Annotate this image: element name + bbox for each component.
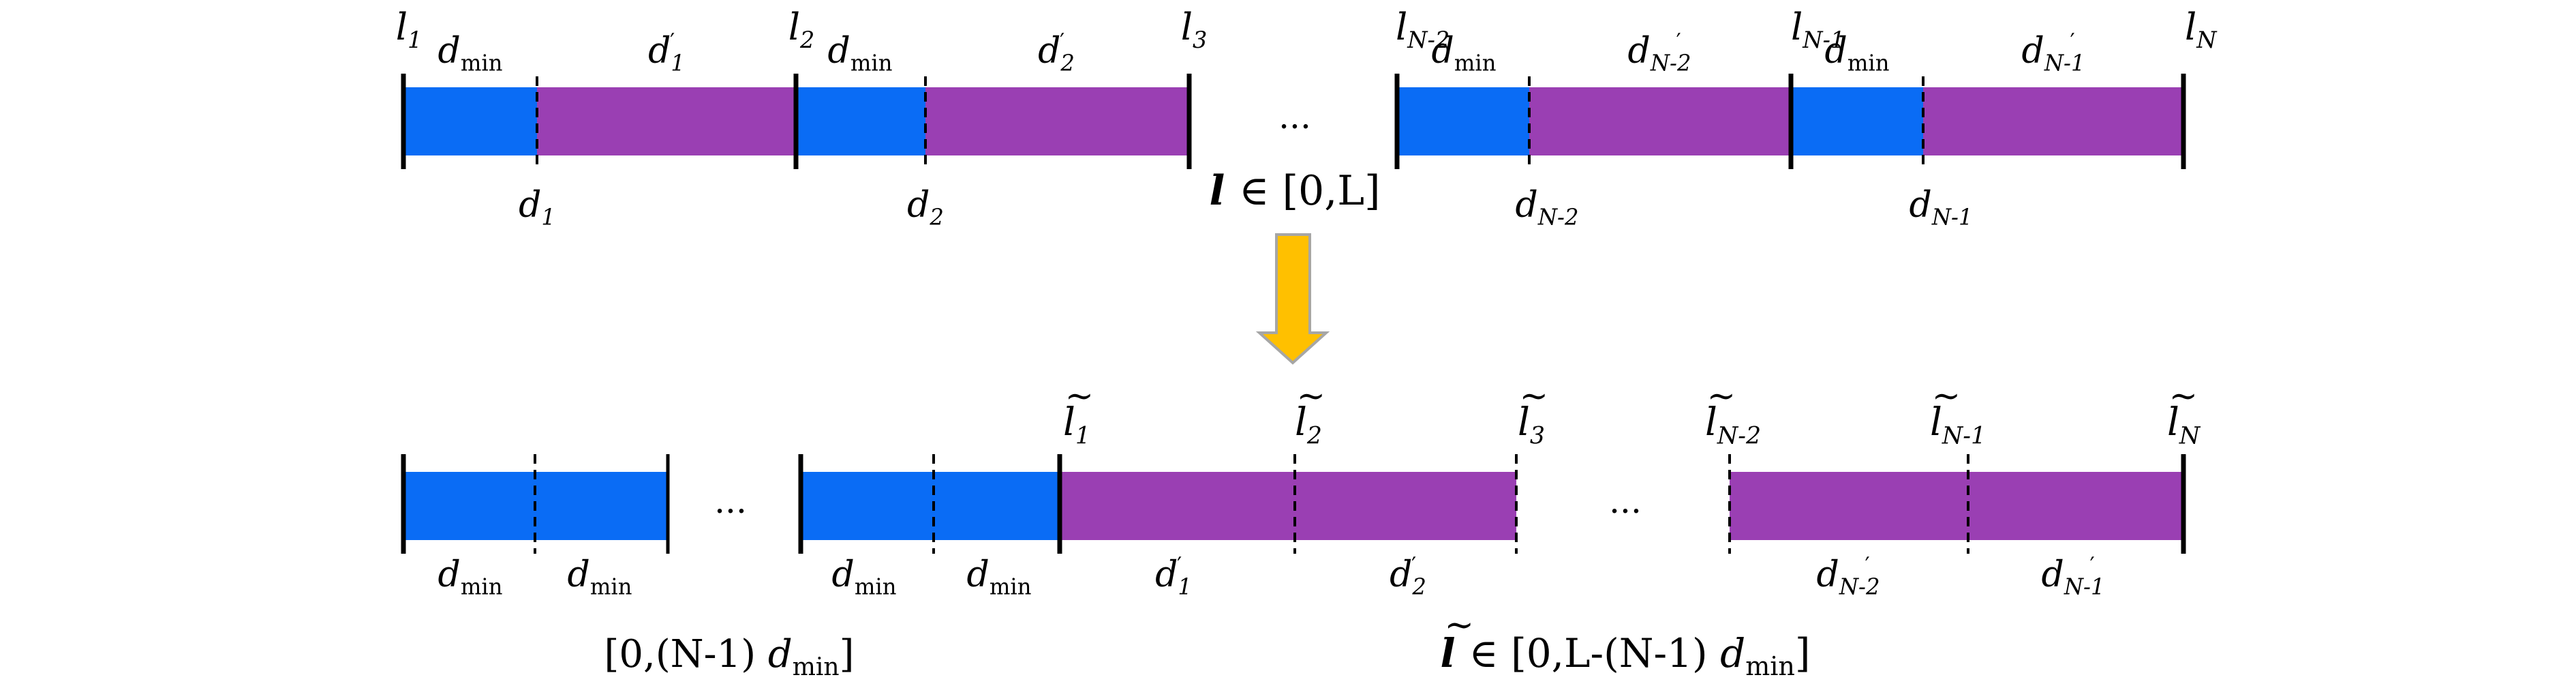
top-cut-label-4: dN-1 bbox=[1910, 185, 1973, 230]
bottom-segment-label-6: d2′ bbox=[1390, 553, 1426, 599]
bottom-segment-label-3: dmin bbox=[832, 554, 897, 599]
bottom-segment-label-8: dN-1′ bbox=[2042, 553, 2105, 599]
top-bar-dmin-2 bbox=[796, 87, 925, 155]
top-segment-label-8: dN-1′ bbox=[2022, 29, 2085, 76]
svg-text:dN-2′: dN-2′ bbox=[1628, 29, 1691, 76]
bottom-segment-label-5: d1′ bbox=[1155, 553, 1192, 599]
bottom-boundary-label-2: l2~ bbox=[1295, 376, 1325, 450]
bottom-boundary-label-4: lN-2~ bbox=[1705, 376, 1761, 450]
svg-text:~: ~ bbox=[1707, 376, 1736, 416]
top-segment-label-1: dmin bbox=[438, 31, 503, 76]
svg-text:dmin: dmin bbox=[438, 31, 503, 76]
top-segment-label-2: d1′ bbox=[648, 29, 685, 76]
svg-text:~: ~ bbox=[1065, 376, 1094, 416]
top-segment-label-5: dmin bbox=[1432, 31, 1497, 76]
svg-text:[0,(N-1) dmin]: [0,(N-1) dmin] bbox=[604, 632, 855, 681]
svg-text:dmin: dmin bbox=[438, 554, 503, 599]
top-segment-label-3: dmin bbox=[828, 31, 893, 76]
svg-text:lN: lN bbox=[2167, 400, 2201, 449]
top-boundary-label-6: lN bbox=[2185, 5, 2218, 53]
svg-text:l ∈ [0,L-(N-1) dmin]: l ∈ [0,L-(N-1) dmin] bbox=[1440, 630, 1810, 681]
svg-text:d2′: d2′ bbox=[1390, 553, 1426, 599]
bottom-segment-label-1: dmin bbox=[438, 554, 503, 599]
bottom-ellipsis-2: ... bbox=[1609, 481, 1642, 521]
svg-text:l2: l2 bbox=[1295, 400, 1322, 449]
svg-text:dmin: dmin bbox=[1432, 31, 1497, 76]
svg-text:dN-1′: dN-1′ bbox=[2022, 29, 2085, 76]
bottom-segment-label-2: dmin bbox=[568, 554, 632, 599]
svg-text:l1: l1 bbox=[1063, 400, 1090, 449]
top-boundary-label-2: l2 bbox=[788, 5, 815, 53]
svg-text:l ∈ [0,L]: l ∈ [0,L] bbox=[1209, 167, 1380, 215]
top-segment-label-4: d2′ bbox=[1038, 29, 1075, 76]
svg-text:lN-1: lN-1 bbox=[1930, 400, 1986, 449]
svg-text:~: ~ bbox=[2169, 376, 2198, 416]
bottom-segment-label-7: dN-2′ bbox=[1817, 553, 1880, 599]
svg-text:lN-2: lN-2 bbox=[1396, 5, 1450, 53]
svg-text:~: ~ bbox=[1297, 376, 1325, 416]
bottom-bar-dmin-group-2 bbox=[801, 472, 1060, 540]
svg-text:lN-2: lN-2 bbox=[1705, 400, 1761, 449]
top-domain-label: l ∈ [0,L] bbox=[1209, 167, 1380, 215]
top-cut-label-3: dN-2 bbox=[1516, 185, 1579, 230]
bottom-bar-dprime-n bbox=[1730, 472, 2183, 540]
top-bar-dprime-2 bbox=[925, 87, 1189, 155]
svg-text:d1′: d1′ bbox=[648, 29, 685, 76]
bottom-boundary-label-6: lN~ bbox=[2167, 376, 2201, 450]
svg-text:d2′: d2′ bbox=[1038, 29, 1075, 76]
top-cut-label-2: d2 bbox=[907, 185, 944, 230]
svg-text:dmin: dmin bbox=[568, 554, 632, 599]
bottom-segment-label-4: dmin bbox=[967, 554, 1032, 599]
bottom-bar-dprime-1-2 bbox=[1060, 472, 1516, 540]
svg-text:l2: l2 bbox=[788, 5, 815, 53]
top-bar-dmin-n-2 bbox=[1397, 87, 1529, 155]
svg-text:lN-1: lN-1 bbox=[1791, 5, 1845, 53]
bottom-boundary-label-3: l3~ bbox=[1518, 376, 1548, 450]
bottom-boundary-label-1: l1~ bbox=[1063, 376, 1094, 450]
svg-text:d2: d2 bbox=[907, 185, 944, 230]
svg-text:dmin: dmin bbox=[967, 554, 1032, 599]
bottom-boundary-label-5: lN-1~ bbox=[1930, 376, 1986, 450]
bars-layer bbox=[403, 87, 2183, 540]
down-arrow-icon bbox=[1255, 233, 1330, 365]
top-ellipsis: ... bbox=[1278, 97, 1311, 136]
top-boundary-label-5: lN-1 bbox=[1791, 5, 1845, 53]
top-segment-label-7: dmin bbox=[1825, 31, 1890, 76]
top-boundary-label-1: l1 bbox=[396, 5, 423, 53]
svg-text:dN-1′: dN-1′ bbox=[2042, 553, 2105, 599]
top-bar-dprime-n-1 bbox=[1923, 87, 2183, 155]
labels-layer: l1 l2 l3 lN-2 lN-1 lN dmin d1′ dmin d2′ dmin dN-2′ d… bbox=[396, 5, 2218, 681]
svg-text:dmin: dmin bbox=[832, 554, 897, 599]
bottom-left-range-label: [0,(N-1) dmin] bbox=[604, 632, 855, 681]
separator-lines-layer bbox=[401, 74, 2186, 554]
top-cut-label-1: d1 bbox=[519, 185, 555, 230]
bottom-right-range-label: l ∈ [0,L-(N-1) dmin]~ bbox=[1440, 605, 1810, 681]
svg-text:dN-1: dN-1 bbox=[1910, 185, 1973, 230]
svg-text:~: ~ bbox=[1932, 376, 1961, 416]
svg-text:d1: d1 bbox=[519, 185, 555, 230]
svg-text:dmin: dmin bbox=[828, 31, 893, 76]
svg-text:l1: l1 bbox=[396, 5, 423, 53]
svg-text:dmin: dmin bbox=[1825, 31, 1890, 76]
top-boundary-label-4: lN-2 bbox=[1396, 5, 1450, 53]
svg-text:~: ~ bbox=[1444, 605, 1474, 646]
svg-text:~: ~ bbox=[1520, 376, 1548, 416]
top-bar-dprime-1 bbox=[537, 87, 796, 155]
svg-text:dN-2′: dN-2′ bbox=[1817, 553, 1880, 599]
top-segment-label-6: dN-2′ bbox=[1628, 29, 1691, 76]
bottom-ellipsis-1: ... bbox=[714, 481, 747, 521]
transform-arrow bbox=[1255, 233, 1330, 365]
top-boundary-label-3: l3 bbox=[1181, 5, 1208, 53]
svg-text:l3: l3 bbox=[1181, 5, 1208, 53]
svg-text:d1′: d1′ bbox=[1155, 553, 1192, 599]
top-bar-dmin-n-1 bbox=[1791, 87, 1923, 155]
top-bar-dmin-1 bbox=[403, 87, 537, 155]
svg-text:lN: lN bbox=[2185, 5, 2218, 53]
svg-text:l3: l3 bbox=[1518, 400, 1545, 449]
top-bar-dprime-n-2 bbox=[1529, 87, 1791, 155]
svg-text:dN-2: dN-2 bbox=[1516, 185, 1579, 230]
